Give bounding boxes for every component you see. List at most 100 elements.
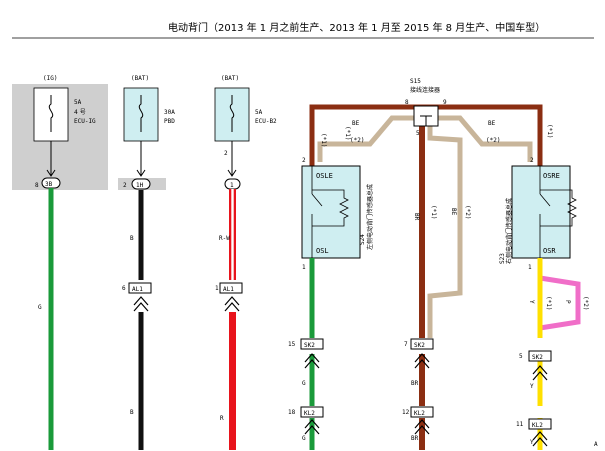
sensor-right-pin-top: 2 <box>530 157 534 164</box>
sk2-m-pin: 7 <box>404 341 408 348</box>
chevron-up-icon <box>532 365 548 381</box>
sensor-right-id: S23 <box>499 253 506 264</box>
wire-label-br-3: BR <box>411 435 419 442</box>
arrow-down-icon <box>227 169 237 177</box>
sensor-right-box <box>511 165 571 259</box>
fuse-pbd-source: (BAT) <box>131 75 149 82</box>
wire-label-g-1: G <box>38 304 42 311</box>
sensor-left-top-label: OSLE <box>316 172 333 180</box>
fuse-pbd-amp: 30A <box>164 109 175 116</box>
wire-black-1 <box>138 190 144 280</box>
kl2-l-pin: 18 <box>288 409 296 416</box>
chevron-up-icon <box>414 419 430 435</box>
kl2-r-label: KL2 <box>532 422 543 429</box>
fuse-ig-source: (IG) <box>43 75 57 82</box>
fuse-ig-amp: 5A <box>74 99 82 106</box>
kl2-m-pin: 12 <box>402 409 410 416</box>
sensor-left-id: S24 <box>359 234 366 245</box>
note-n1-left: (*1) <box>344 126 351 140</box>
wire-label-y-2: Y <box>530 383 534 390</box>
wire-label-br-1: BR <box>413 213 420 221</box>
fuse-ecub2-source: (BAT) <box>221 75 239 82</box>
connector-1-label: 1 <box>230 182 234 189</box>
kl2-r-pin: 11 <box>516 421 524 428</box>
connector-sk2-m <box>410 338 434 350</box>
wire-label-p: P <box>564 300 571 304</box>
wire-brown-center-2 <box>419 354 425 406</box>
chevron-up-icon <box>532 431 548 447</box>
sk2-r-label: SK2 <box>532 354 543 361</box>
sk2-r-pin: 5 <box>519 353 523 360</box>
sk2-m-label: SK2 <box>414 342 425 349</box>
note-n2-center: (*2) <box>464 205 471 219</box>
resistor-right-icon <box>540 189 577 227</box>
splice-pin8: 8 <box>405 99 409 106</box>
wire-green-2 <box>309 258 315 338</box>
wire-brown-center <box>419 122 425 338</box>
wire-yellow-1 <box>537 258 543 338</box>
fuse-ig-pin: 8 <box>35 182 39 189</box>
note-n1-center: (*1) <box>430 205 437 219</box>
fuse-ig-name2: ECU-IG <box>74 118 96 125</box>
chevron-up-icon <box>304 353 320 369</box>
wire-label-g-2: G <box>302 380 306 387</box>
sensor-right-top-label: OSRE <box>543 172 560 180</box>
wire-green-3 <box>309 354 315 406</box>
wire-label-b-2: B <box>130 409 134 416</box>
wire-green-4 <box>309 418 315 450</box>
wire-label-be-right: BE <box>488 120 496 127</box>
wire-red <box>229 312 236 450</box>
sensor-left-pin-top: 2 <box>302 157 306 164</box>
connector-sk2-l <box>300 338 324 350</box>
fuse-ecub2-pin: 2 <box>224 150 228 157</box>
chevron-up-icon <box>133 296 149 312</box>
wire-beige-down <box>427 126 463 338</box>
wire-green-1 <box>48 188 54 450</box>
chevron-up-icon <box>304 419 320 435</box>
connector-1h-label: 1H <box>136 182 144 189</box>
wire-yellow-2 <box>537 354 543 406</box>
connector-3b-label: 3B <box>45 181 53 188</box>
fuse-ig-name1: 4 号 <box>74 109 86 116</box>
fuse-ecub2-icon <box>229 95 235 132</box>
al1-b-pin: 6 <box>122 285 126 292</box>
arrow-down-icon <box>136 169 146 177</box>
switch-right-icon <box>539 193 551 207</box>
sensor-right-desc: 右侧电动背门传感器总成 <box>505 198 513 264</box>
al1-r-label: AL1 <box>223 286 234 293</box>
note-n1-right: (*1) <box>546 124 553 138</box>
al1-b-label: AL1 <box>132 286 143 293</box>
sensor-right-bot-label: OSR <box>543 247 556 255</box>
switch-left-icon <box>311 193 323 207</box>
wire-label-y-3: Y <box>530 439 534 446</box>
connector-al1-r <box>219 282 243 294</box>
connector-kl2-l <box>300 406 324 418</box>
wire-label-r: R <box>220 415 224 422</box>
kl2-l-label: KL2 <box>304 410 315 417</box>
wire-label-b-1: B <box>130 235 134 242</box>
diagram-title: 电动背门（2013 年 1 月之前生产、2013 年 1 月至 2015 年 8… <box>168 21 545 34</box>
wire-label-be-left: BE <box>352 120 360 127</box>
splice-pin5: 5 <box>416 130 420 137</box>
connector-kl2-r <box>528 418 552 430</box>
wire-yellow-3 <box>537 418 543 450</box>
wire-label-g-3: G <box>302 435 306 442</box>
fuse-ecub2-amp: 5A <box>255 109 263 116</box>
fuse-ecub2-name: ECU-B2 <box>255 118 277 125</box>
al1-r-pin: 1 <box>215 285 219 292</box>
splice-id: S15 <box>410 78 421 85</box>
chevron-up-icon <box>414 353 430 369</box>
connector-sk2-r <box>528 350 552 362</box>
wire-black-2 <box>138 312 144 450</box>
note-n2-left: (*2) <box>350 137 364 144</box>
splice-pin9: 9 <box>443 99 447 106</box>
page-marker: A <box>594 441 598 448</box>
connector-1h <box>131 178 151 190</box>
fuse-ig-icon <box>48 95 54 132</box>
wire-label-br-2: BR <box>411 380 419 387</box>
wire-label-y-1: Y <box>528 300 535 304</box>
sensor-left-desc: 左侧电动背门传感器总成 <box>366 184 374 250</box>
fuse-pbd-name: PBD <box>164 118 175 125</box>
connector-al1-b <box>128 282 152 294</box>
